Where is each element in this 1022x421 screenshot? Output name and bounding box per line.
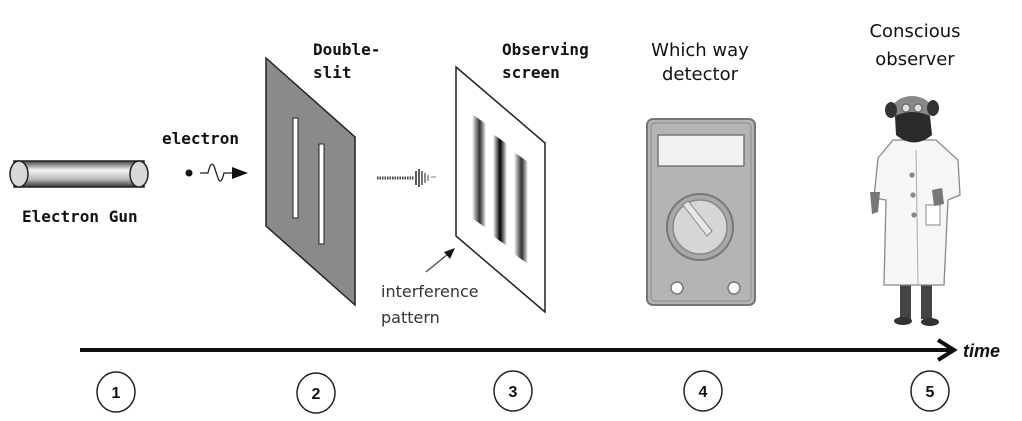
electron-wave-icon [185, 163, 248, 182]
step-number: 1 [112, 385, 121, 402]
interference-pointer-arrow [425, 248, 455, 273]
observing-screen [455, 65, 546, 314]
multimeter-detector-icon [646, 118, 756, 306]
step-marker: 4 [683, 370, 723, 412]
interference-label-line1: interference [381, 282, 479, 301]
observer-label-line1: Conscious [869, 21, 960, 42]
step-marker: 5 [910, 370, 950, 412]
electron-gun-icon [9, 160, 149, 188]
observing-screen-label-line1: Observing [502, 40, 589, 59]
double-slit-label-line2: slit [313, 63, 352, 82]
time-axis-arrow [80, 338, 958, 362]
double-slit-panel [265, 56, 356, 307]
step-marker: 3 [493, 370, 533, 412]
electron-gun-label: Electron Gun [22, 207, 138, 226]
step-marker: 2 [296, 372, 336, 414]
detector-label-line1: Which way [651, 40, 749, 61]
detector-label-line2: detector [662, 64, 739, 85]
step-number: 2 [312, 386, 321, 403]
step-marker: 1 [96, 371, 136, 413]
step-number: 4 [699, 384, 708, 401]
time-axis-label: time [963, 341, 1000, 361]
step-number: 3 [509, 384, 518, 401]
electron-label: electron [162, 129, 239, 148]
observer-label-line2: observer [875, 49, 955, 70]
double-slit-label-line1: Double- [313, 40, 380, 59]
wave-arrow-icon [377, 169, 436, 187]
interference-label-line2: pattern [381, 308, 440, 327]
scientist-observer-icon [870, 96, 961, 326]
step-number: 5 [926, 384, 935, 401]
observing-screen-label-line2: screen [502, 63, 560, 82]
